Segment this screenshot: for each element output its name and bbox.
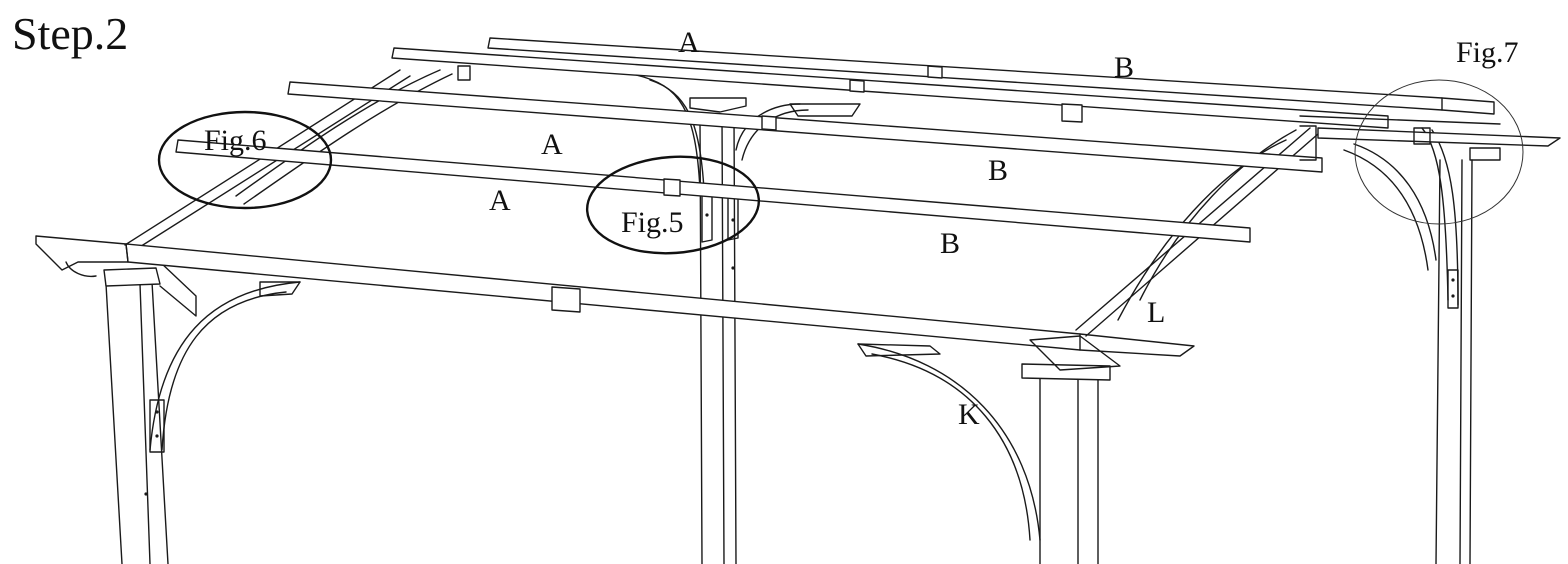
right-back-post <box>1343 127 1473 564</box>
fig6-callout-ellipse <box>157 110 333 210</box>
fig7-label: Fig.7 <box>1456 36 1519 69</box>
part-label-k: K <box>958 398 980 431</box>
part-label-a-middle: A <box>541 128 563 161</box>
fig5-label: Fig.5 <box>621 206 684 239</box>
part-label-b-back: B <box>1114 51 1134 84</box>
rafter-second <box>391 47 1389 129</box>
right-end-cross-beam <box>1299 115 1561 161</box>
fig7-callout-ellipse <box>1354 79 1524 225</box>
step-title: Step.2 <box>12 8 128 59</box>
front-right-post <box>1021 363 1111 564</box>
rafter-front <box>175 139 1251 243</box>
part-label-b-front: B <box>940 227 960 260</box>
part-label-l: L <box>1147 296 1165 329</box>
rafter-back <box>487 37 1495 115</box>
part-label-b-middle: B <box>988 154 1008 187</box>
front-left-post <box>103 267 169 564</box>
part-label-a-front: A <box>489 184 511 217</box>
front-left-arch <box>149 261 301 453</box>
front-right-arch-k <box>857 343 1041 541</box>
fig5-callout-ellipse <box>585 155 761 255</box>
rafter-third <box>287 81 1323 173</box>
part-label-a-back: A <box>678 26 700 59</box>
fig6-label: Fig.6 <box>204 124 267 157</box>
front-beam <box>35 235 1195 371</box>
